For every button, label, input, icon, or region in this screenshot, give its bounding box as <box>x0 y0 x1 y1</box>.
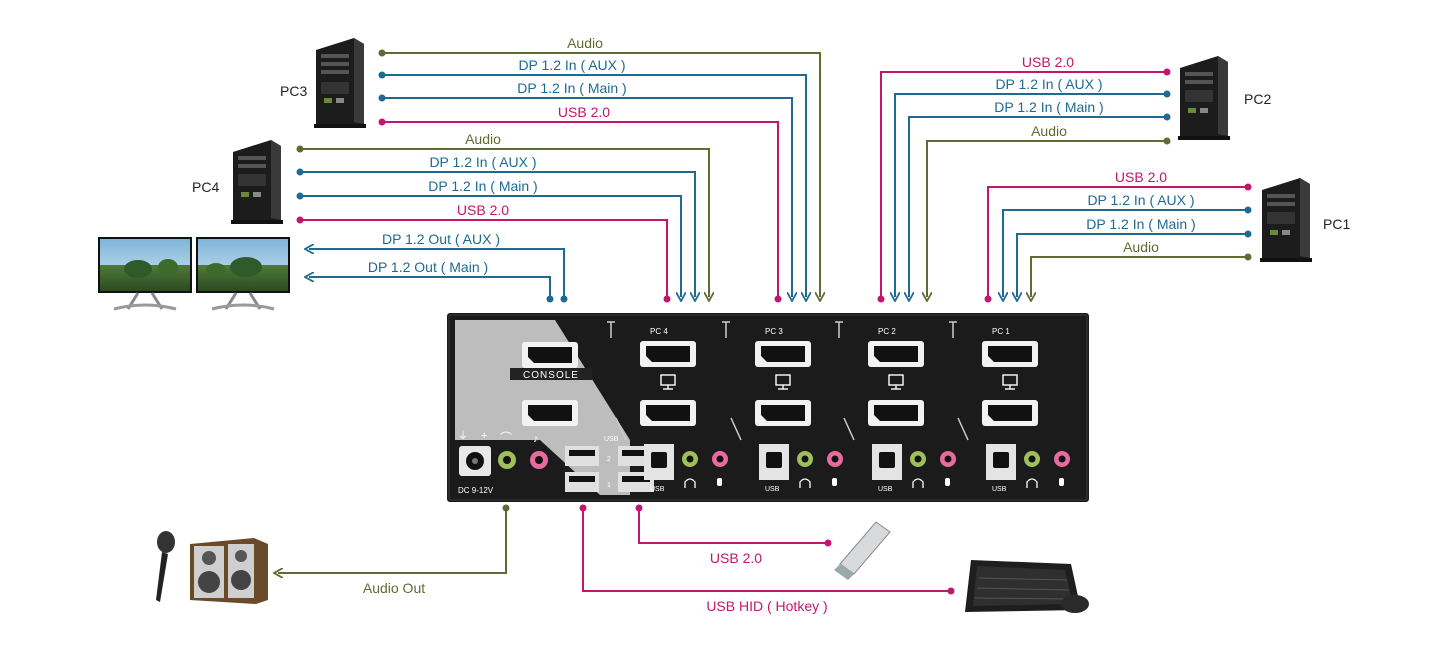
dp-main-out-cable <box>309 277 551 297</box>
microphone-icon <box>717 478 722 486</box>
pc2-tower-icon <box>1178 56 1230 140</box>
usb-port-2-label: 2 <box>607 456 611 463</box>
power-symbol: ⏚ <box>458 430 468 442</box>
microphone-icon <box>1059 478 1064 486</box>
cable-labels: Audio DP 1.2 In ( AUX ) DP 1.2 In ( Main… <box>363 35 1196 614</box>
pc2-port-group: PC 2 USB <box>835 321 956 493</box>
cable-lines <box>278 52 1248 592</box>
pc4-dp-main-cable <box>300 195 681 297</box>
pc1-usb-cable <box>987 186 1248 297</box>
dp-aux-out-label: DP 1.2 Out ( AUX ) <box>382 231 500 247</box>
console-dp-aux-port <box>522 400 578 426</box>
pc2-label: PC2 <box>1244 91 1271 107</box>
dc-label: DC 9-12V <box>458 486 494 495</box>
pc1-dp-aux-label: DP 1.2 In ( AUX ) <box>1087 192 1194 208</box>
usb-label: USB <box>604 436 619 443</box>
speaker-device-icon <box>190 538 268 604</box>
microphone-icon: ♪ <box>533 433 539 445</box>
pc-port-groups: PC 4 USB PC 3 USB PC 2 USB PC 1 USB <box>607 321 1070 493</box>
pc4-dp-aux-label: DP 1.2 In ( AUX ) <box>429 154 536 170</box>
pc4-audio-cable <box>300 148 709 297</box>
pc2-usb-cable <box>880 71 1167 297</box>
pc3-dp-main-label: DP 1.2 In ( Main ) <box>517 80 626 96</box>
pc4-usb-cable <box>300 219 668 297</box>
headphone-icon <box>912 478 924 488</box>
pc2-dp-aux-cable <box>895 93 1167 297</box>
audio-out-cable <box>278 508 507 573</box>
pc2-audio-cable <box>927 140 1167 297</box>
pc1-panel-label: PC 1 <box>992 327 1010 336</box>
pc3-port-group: PC 3 USB <box>722 321 843 493</box>
pc2-dp-main-cable <box>909 116 1167 297</box>
cable-endpoints <box>296 49 1252 595</box>
usb-flash-drive-icon <box>834 521 891 580</box>
pc1-tower-icon <box>1260 178 1312 262</box>
pc1-audio-cable <box>1031 256 1248 297</box>
audio-out-label: Audio Out <box>363 580 425 596</box>
svg-text:USB: USB <box>992 486 1007 493</box>
pc2-dp-main-label: DP 1.2 In ( Main ) <box>994 99 1103 115</box>
microphone-device-icon <box>156 531 175 602</box>
pc3-dp-aux-label: DP 1.2 In ( AUX ) <box>518 57 625 73</box>
pc4-tower-icon <box>231 140 283 224</box>
pc3-dp-main-cable <box>382 97 792 297</box>
pc4-audio-label: Audio <box>465 131 501 147</box>
keyboard-mouse-icon <box>965 560 1089 613</box>
headphone-icon: ⌒ <box>500 431 512 445</box>
headphone-icon <box>684 478 696 488</box>
pc4-panel-label: PC 4 <box>650 327 668 336</box>
pc2-panel-label: PC 2 <box>878 327 896 336</box>
pc4-usb-label: USB 2.0 <box>457 202 509 218</box>
pc3-dp-aux-cable <box>382 74 806 297</box>
pc1-audio-label: Audio <box>1123 239 1159 255</box>
svg-text:USB: USB <box>650 486 665 493</box>
console-dp-main-port <box>522 342 578 368</box>
usb-hid-cable <box>582 508 951 592</box>
dp-main-out-label: DP 1.2 Out ( Main ) <box>368 259 488 275</box>
monitor-left-icon <box>98 237 192 311</box>
pc3-audio-label: Audio <box>567 35 603 51</box>
monitor-right-icon <box>196 237 290 311</box>
dp-aux-out-cable <box>309 249 565 297</box>
usb-device-label: USB 2.0 <box>710 550 762 566</box>
pc3-panel-label: PC 3 <box>765 327 783 336</box>
pc1-port-group: PC 1 USB <box>949 321 1070 493</box>
usb-port-1-label: 1 <box>607 482 611 489</box>
pc3-usb-cable <box>382 121 779 297</box>
pc3-tower-icon <box>314 38 366 128</box>
pc1-dp-main-cable <box>1017 233 1248 297</box>
console-label: CONSOLE <box>523 370 579 381</box>
pc2-dp-aux-label: DP 1.2 In ( AUX ) <box>995 76 1102 92</box>
power-plus: + <box>481 430 487 442</box>
pc2-usb-label: USB 2.0 <box>1022 54 1074 70</box>
pc3-audio-cable <box>382 52 820 297</box>
usb-device-cable <box>638 508 828 544</box>
svg-text:USB: USB <box>878 486 893 493</box>
pc4-dp-aux-cable <box>300 171 695 297</box>
pc3-label: PC3 <box>280 83 307 99</box>
pc4-dp-main-label: DP 1.2 In ( Main ) <box>428 178 537 194</box>
usb-hid-label: USB HID ( Hotkey ) <box>706 598 827 614</box>
headphone-icon <box>1026 478 1038 488</box>
pc1-label: PC1 <box>1323 216 1350 232</box>
pc4-port-group: PC 4 USB <box>607 321 728 493</box>
headphone-icon <box>799 478 811 488</box>
pc2-audio-label: Audio <box>1031 123 1067 139</box>
pc4-label: PC4 <box>192 179 219 195</box>
pc1-usb-label: USB 2.0 <box>1115 169 1167 185</box>
pc3-usb-label: USB 2.0 <box>558 104 610 120</box>
pc1-dp-main-label: DP 1.2 In ( Main ) <box>1086 216 1195 232</box>
console-label-box <box>510 368 592 380</box>
microphone-icon <box>945 478 950 486</box>
svg-text:USB: USB <box>765 486 780 493</box>
microphone-icon <box>832 478 837 486</box>
pc1-dp-aux-cable <box>1003 209 1248 297</box>
